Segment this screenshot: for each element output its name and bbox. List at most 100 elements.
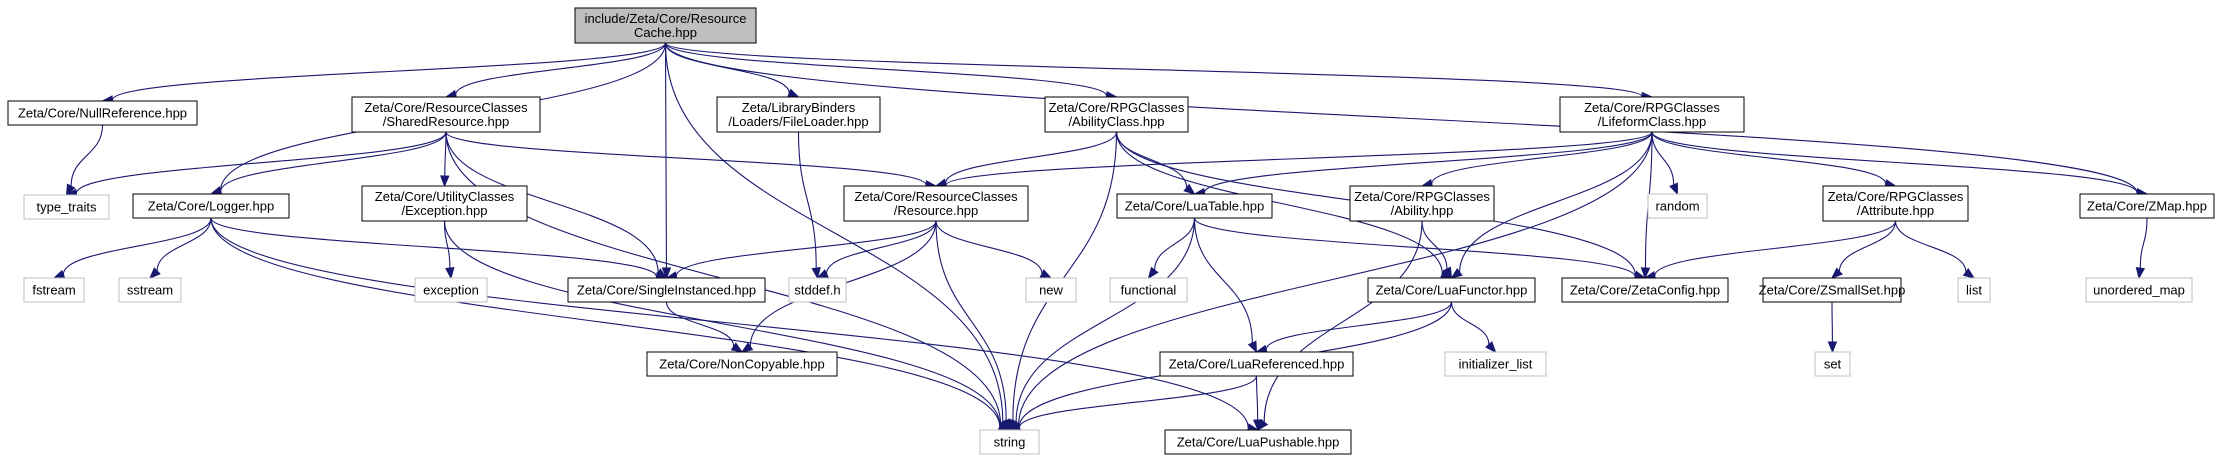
- arrowhead-ability-to-luafunctor: [1442, 266, 1453, 280]
- node-label-new-line1: new: [1039, 283, 1063, 298]
- arrowhead-lifeform-to-random: [1669, 182, 1679, 196]
- node-box-string: [979, 429, 1040, 455]
- node-label-luafunctor-line1: Zeta/Core/LuaFunctor.hpp: [1376, 283, 1528, 298]
- edge-abilityclass-to-resource: [945, 131, 1118, 184]
- node-lifeform[interactable]: Zeta/Core/RPGClasses/LifeformClass.hpp: [1559, 96, 1745, 133]
- node-label-resource-line1: Zeta/Core/ResourceClasses: [854, 189, 1018, 204]
- node-box-sharedres: [351, 96, 541, 133]
- node-sstream: sstream: [118, 277, 182, 303]
- edge-luareferenced-to-luapushable: [1255, 375, 1259, 421]
- arrowhead-luatable-to-functional: [1147, 266, 1159, 280]
- node-label-resource-line2: /Resource.hpp: [894, 203, 979, 218]
- edge-resource-to-singleinst: [675, 220, 937, 277]
- node-label-noncopyable-line1: Zeta/Core/NonCopyable.hpp: [659, 357, 825, 372]
- edge-logger-to-luapushable: [210, 217, 1249, 429]
- node-label-exception_hpp-line2: /Exception.hpp: [401, 203, 487, 218]
- node-sharedres[interactable]: Zeta/Core/ResourceClasses/SharedResource…: [351, 96, 541, 133]
- edge-sharedres-to-exception_hpp: [444, 131, 447, 177]
- node-label-sharedres-line2: /SharedResource.hpp: [383, 114, 509, 129]
- node-attribute[interactable]: Zeta/Core/RPGClasses/Attribute.hpp: [1822, 185, 1969, 222]
- edge-sharedres-to-resource: [445, 131, 927, 186]
- node-box-resource: [843, 185, 1029, 222]
- node-zmap[interactable]: Zeta/Core/ZMap.hpp: [2079, 193, 2215, 219]
- node-box-nullref: [7, 100, 198, 126]
- arrowhead-attribute-to-zsmallset: [1830, 267, 1843, 279]
- node-box-exception: [414, 277, 488, 303]
- node-box-luatable: [1116, 193, 1273, 219]
- node-new: new: [1025, 277, 1077, 303]
- node-abilityclass[interactable]: Zeta/Core/RPGClasses/AbilityClass.hpp: [1044, 96, 1189, 133]
- node-label-initializer_list-line1: initializer_list: [1459, 357, 1533, 372]
- node-label-root-line1: include/Zeta/Core/Resource: [585, 11, 747, 26]
- arrowhead-zsmallset-to-set: [1827, 341, 1838, 354]
- edge-lifeform-to-attribute: [1651, 131, 1887, 185]
- node-fstream: fstream: [23, 277, 85, 303]
- node-list: list: [1957, 277, 1991, 303]
- node-box-random: [1647, 193, 1708, 219]
- arrowhead-resource-to-string: [1001, 418, 1011, 432]
- arrowhead-resource-to-noncopyable: [740, 342, 754, 353]
- node-box-fileloader: [716, 96, 881, 133]
- node-luafunctor[interactable]: Zeta/Core/LuaFunctor.hpp: [1367, 277, 1536, 303]
- node-label-sharedres-line1: Zeta/Core/ResourceClasses: [364, 100, 528, 115]
- node-type_traits: type_traits: [23, 194, 110, 220]
- edge-luatable-to-zetaconfig: [1193, 217, 1636, 277]
- edge-logger-to-singleinst: [210, 217, 658, 277]
- arrowhead-root-to-fileloader: [786, 88, 800, 98]
- arrowhead-logger-to-sstream: [149, 267, 161, 279]
- edge-resource-to-stddef: [825, 220, 937, 274]
- node-exception: exception: [414, 277, 488, 303]
- node-singleinst[interactable]: Zeta/Core/SingleInstanced.hpp: [567, 277, 766, 303]
- edge-luatable-to-luareferenced: [1193, 217, 1253, 343]
- arrowhead-nullref-to-type_traits: [65, 183, 76, 197]
- node-resource[interactable]: Zeta/Core/ResourceClasses/Resource.hpp: [843, 185, 1029, 222]
- node-label-luareferenced-line1: Zeta/Core/LuaReferenced.hpp: [1169, 357, 1345, 372]
- node-zsmallset[interactable]: Zeta/Core/ZSmallSet.hpp: [1759, 277, 1906, 303]
- edge-root-to-sharedres: [455, 42, 667, 95]
- node-label-stddef-line1: stddef.h: [794, 283, 840, 298]
- node-box-new: [1025, 277, 1077, 303]
- edge-attribute-to-zsmallset: [1838, 220, 1897, 272]
- node-ability[interactable]: Zeta/Core/RPGClasses/Ability.hpp: [1349, 185, 1495, 222]
- node-luareferenced[interactable]: Zeta/Core/LuaReferenced.hpp: [1159, 351, 1354, 377]
- edge-resource-to-new: [935, 220, 1043, 274]
- node-noncopyable[interactable]: Zeta/Core/NonCopyable.hpp: [646, 351, 838, 377]
- edge-logger-to-fstream: [62, 217, 212, 275]
- node-label-luapushable-line1: Zeta/Core/LuaPushable.hpp: [1177, 435, 1340, 450]
- node-luatable[interactable]: Zeta/Core/LuaTable.hpp: [1116, 193, 1273, 219]
- edge-singleinst-to-noncopyable: [665, 301, 735, 347]
- node-box-lifeform: [1559, 96, 1745, 133]
- edge-lifeform-to-ability: [1431, 131, 1653, 184]
- edge-attribute-to-list: [1894, 220, 1967, 273]
- edge-nullref-to-type_traits: [70, 124, 104, 187]
- node-fileloader[interactable]: Zeta/LibraryBinders/Loaders/FileLoader.h…: [716, 96, 881, 133]
- node-logger[interactable]: Zeta/Core/Logger.hpp: [132, 193, 290, 219]
- node-unordered_map: unordered_map: [2085, 277, 2193, 303]
- edge-sharedres-to-type_traits: [75, 131, 447, 194]
- node-label-zsmallset-line1: Zeta/Core/ZSmallSet.hpp: [1759, 283, 1906, 298]
- node-label-fileloader-line1: Zeta/LibraryBinders: [742, 100, 856, 115]
- node-zetaconfig[interactable]: Zeta/Core/ZetaConfig.hpp: [1561, 277, 1729, 303]
- edge-luatable-to-functional: [1154, 217, 1196, 271]
- edge-root-to-nullref: [111, 42, 667, 101]
- arrowhead-luatable-to-luareferenced: [1247, 340, 1258, 354]
- node-box-singleinst: [567, 277, 766, 303]
- node-box-abilityclass: [1044, 96, 1189, 133]
- node-luapushable[interactable]: Zeta/Core/LuaPushable.hpp: [1164, 429, 1352, 455]
- node-exception_hpp[interactable]: Zeta/Core/UtilityClasses/Exception.hpp: [361, 185, 528, 222]
- node-box-luafunctor: [1367, 277, 1536, 303]
- node-nullref[interactable]: Zeta/Core/NullReference.hpp: [7, 100, 198, 126]
- node-box-attribute: [1822, 185, 1969, 222]
- edge-lifeform-to-random: [1651, 131, 1675, 185]
- arrowhead-luareferenced-to-luapushable: [1252, 419, 1263, 432]
- node-box-luareferenced: [1159, 351, 1354, 377]
- node-stddef: stddef.h: [788, 277, 847, 303]
- edge-resource-to-string: [935, 220, 1007, 421]
- arrowhead-exception_hpp-to-exception: [445, 267, 455, 280]
- node-box-initializer_list: [1444, 351, 1547, 377]
- node-label-luatable-line1: Zeta/Core/LuaTable.hpp: [1125, 199, 1264, 214]
- edge-logger-to-sstream: [156, 217, 212, 272]
- node-label-set-line1: set: [1824, 357, 1842, 372]
